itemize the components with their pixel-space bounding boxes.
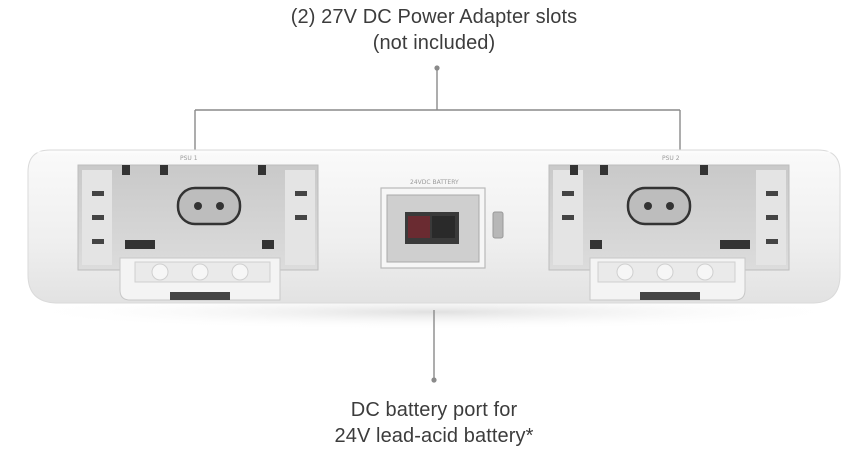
bottom-callout-line-1: DC battery port for	[350, 399, 518, 421]
top-callout-text: (2) 27V DC Power Adapter slots (not incl…	[0, 4, 868, 56]
psu-1-label: PSU 1	[180, 155, 198, 162]
bottom-callout-line-2: 24V lead-acid battery*	[334, 425, 534, 447]
psu-2-label: PSU 2	[662, 155, 680, 162]
top-leader-line	[194, 65, 681, 150]
bottom-callout-text: DC battery port for 24V lead-acid batter…	[0, 397, 868, 449]
bottom-leader-line	[431, 310, 437, 383]
top-callout-line-2: (not included)	[372, 32, 496, 54]
battery-connector-icon	[408, 216, 430, 238]
battery-port-label: 24VDC BATTERY	[410, 179, 459, 186]
top-callout-line-1: (2) 27V DC Power Adapter slots	[290, 6, 578, 28]
dc-battery-port	[380, 187, 504, 269]
ac-inlet-icon	[176, 186, 242, 226]
psu-slot-2	[548, 164, 790, 301]
ac-inlet-icon	[626, 186, 692, 226]
psu-slot-1	[77, 164, 319, 301]
